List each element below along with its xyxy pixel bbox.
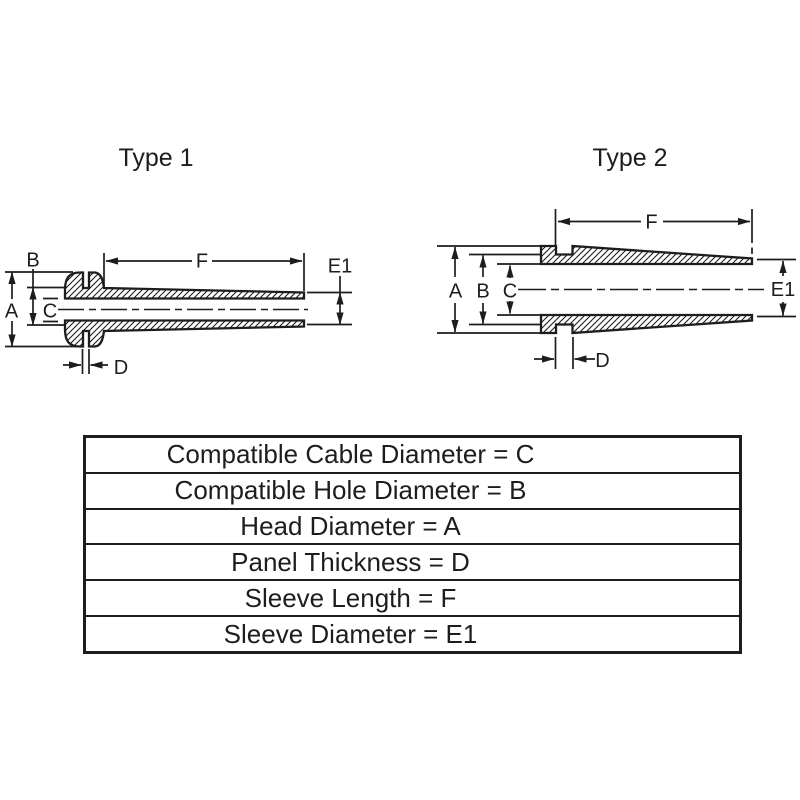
table-row: Compatible Cable Diameter = C <box>86 438 739 474</box>
dimension-legend-table: Compatible Cable Diameter = C Compatible… <box>83 435 742 654</box>
table-row: Sleeve Length = F <box>86 581 739 618</box>
table-row-label: Compatible Cable Diameter = C <box>166 439 535 470</box>
type2-dim-c: C <box>497 263 540 316</box>
type1-upper-wall <box>63 271 306 300</box>
type1-label-e1: E1 <box>328 256 352 278</box>
type2-dim-a: A <box>437 245 540 334</box>
type1-label-d: D <box>114 357 128 379</box>
type2-dim-b: B <box>469 253 540 326</box>
type2-title: Type 2 <box>592 144 667 172</box>
type1-dim-d: D <box>63 349 128 379</box>
table-row-label: Sleeve Length = F <box>244 582 457 613</box>
type1-dim-f: F <box>103 251 305 291</box>
type1-label-f: F <box>196 251 208 273</box>
table-row: Sleeve Diameter = E1 <box>86 617 739 651</box>
table-row-label: Head Diameter = A <box>240 511 461 542</box>
table-row-label: Sleeve Diameter = E1 <box>223 618 478 649</box>
type2-label-f: F <box>645 212 657 234</box>
type2-drawing: Type 2 F A <box>437 144 796 372</box>
type2-label-c: C <box>503 281 517 303</box>
type1-dim-b: B <box>26 250 66 326</box>
type1-lower-wall <box>63 319 306 348</box>
type1-dim-a: A <box>5 271 78 348</box>
table-row: Compatible Hole Diameter = B <box>86 474 739 510</box>
type2-body <box>518 244 764 335</box>
table-row: Head Diameter = A <box>86 510 739 546</box>
type1-drawing: Type 1 A B <box>5 144 352 379</box>
type1-dim-e1: E1 <box>307 256 352 326</box>
type2-dim-e1: E1 <box>757 258 796 318</box>
table-row-label: Panel Thickness = D <box>231 546 470 577</box>
type1-label-b: B <box>26 250 39 272</box>
type2-label-d: D <box>595 350 609 372</box>
diagram-canvas: Type 1 A B <box>5 144 796 379</box>
type2-lower-wall <box>539 313 754 335</box>
type2-label-b: B <box>476 281 489 303</box>
type2-label-e1: E1 <box>771 279 795 301</box>
type1-label-a: A <box>5 301 19 323</box>
type1-label-c: C <box>43 301 57 323</box>
table-row-label: Compatible Hole Diameter = B <box>174 475 527 506</box>
type2-dim-d: D <box>534 337 610 372</box>
type1-dim-c: C <box>43 297 58 323</box>
type2-dim-f: F <box>554 209 753 254</box>
type2-label-a: A <box>449 281 463 303</box>
type2-upper-wall <box>539 244 754 266</box>
type1-body <box>58 271 308 348</box>
type1-title: Type 1 <box>118 144 193 172</box>
table-row: Panel Thickness = D <box>86 545 739 582</box>
